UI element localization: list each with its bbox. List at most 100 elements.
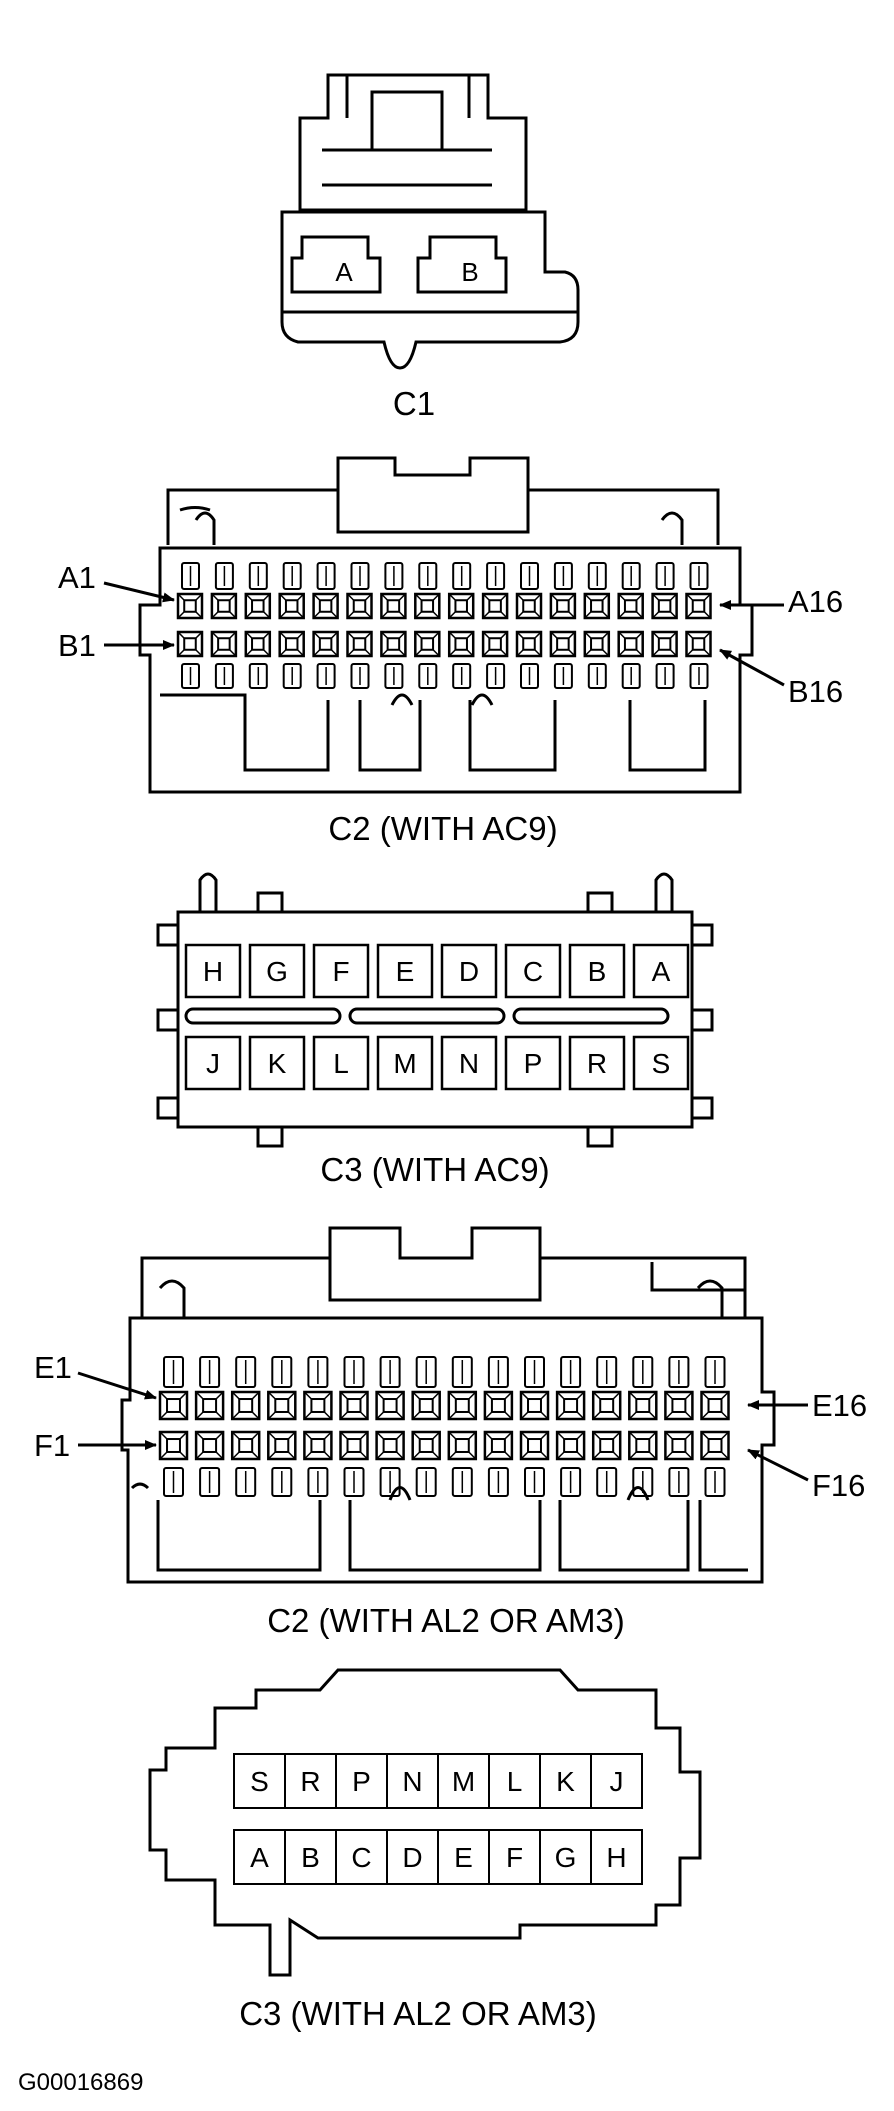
c2-ac9-top-slot-15 xyxy=(655,562,675,590)
c2-al2-am3-top-slot-5 xyxy=(307,1356,329,1388)
c3-al2-am3-cavity-label-g: G xyxy=(555,1842,577,1873)
c3-ac9-cavity-label-r: R xyxy=(587,1048,607,1079)
c3-ac9-cavity-r: R xyxy=(568,1035,626,1091)
c2-al2-am3-bottom-slot-11 xyxy=(524,1467,545,1497)
c2-al2-am3-top-slots xyxy=(163,1356,726,1388)
c2-ac9-top-slot-13 xyxy=(587,562,607,590)
c2-al2-am3-terminal-e11 xyxy=(519,1390,550,1421)
a1-leader xyxy=(103,581,175,603)
c3-ac9-cavity-s: S xyxy=(632,1035,690,1091)
c2-al2-am3-bottom-slots xyxy=(163,1467,726,1497)
c2-ac9-top-slot-6 xyxy=(350,562,370,590)
c3-al2-am3-cavity-label-l: L xyxy=(507,1766,523,1797)
c3-al2-am3-cavity-a: A xyxy=(233,1829,286,1885)
c3-ac9-cavity-label-e: E xyxy=(396,956,415,987)
c2-al2-am3-row-e xyxy=(158,1390,730,1421)
c2-ac9-bottom-slot-6 xyxy=(350,663,370,689)
c2-al2-am3-terminal-f4 xyxy=(267,1430,297,1461)
c3-ac9-cavity-l: L xyxy=(312,1035,370,1091)
c2-ac9-top-slot-7 xyxy=(384,562,404,590)
c3-al2-am3-cavity-r: R xyxy=(284,1753,337,1809)
c2-al2-am3-top-slot-2 xyxy=(199,1356,221,1388)
c3-al2-am3-cavity-f: F xyxy=(488,1829,541,1885)
c2-al2-am3-terminal-e4 xyxy=(267,1390,297,1421)
c2-ac9-terminal-a9 xyxy=(447,592,475,620)
c3-ac9-cavity-label-d: D xyxy=(459,956,479,987)
c3-al2-am3-body xyxy=(148,1668,702,1977)
c2-al2-am3-terminal-e10 xyxy=(483,1390,514,1421)
c2-ac9-top-slot-2 xyxy=(214,562,234,590)
c2-al2-am3-terminal-f15 xyxy=(664,1430,694,1461)
c2-ac9-top-slot-9 xyxy=(452,562,472,590)
c3-ac9-cavity-label-k: K xyxy=(268,1048,287,1079)
c2-ac9-terminal-b8 xyxy=(414,630,441,658)
c2-al2-am3-terminal-f9 xyxy=(447,1430,478,1461)
c2-al2-am3-bottom-slot-2 xyxy=(199,1467,221,1497)
c3-ac9-cavity-label-a: A xyxy=(652,956,671,987)
c2-al2-am3-caption: C2 (WITH AL2 OR AM3) xyxy=(267,1602,625,1639)
c2-al2-am3-terminal-e7 xyxy=(375,1390,405,1421)
c2-al2-am3-bottom-slot-12 xyxy=(560,1467,582,1497)
c2-al2-am3-terminal-f16 xyxy=(700,1430,730,1461)
c2-al2-am3-bottom-slot-13 xyxy=(596,1467,618,1497)
c2-ac9-bottom-slot-14 xyxy=(621,663,641,689)
c2-al2-am3-top-slot-3 xyxy=(235,1356,257,1388)
c2-al2-am3-terminal-f1 xyxy=(158,1430,189,1461)
c2-ac9-terminal-a4 xyxy=(278,592,305,620)
b1-label: B1 xyxy=(58,628,96,663)
c2-al2-am3-top-slot-4 xyxy=(271,1356,293,1388)
c2-al2-am3-top-slot-15 xyxy=(668,1356,690,1388)
c2-ac9-terminal-b2 xyxy=(210,630,238,658)
c2-ac9-terminal-b10 xyxy=(481,630,509,658)
a16-label: A16 xyxy=(788,584,843,619)
c2-al2-am3-terminal-f2 xyxy=(194,1430,225,1461)
c3-al2-am3-cavity-k: K xyxy=(539,1753,592,1809)
c2-ac9-terminal-a10 xyxy=(481,592,509,620)
c2-ac9-caption: C2 (WITH AC9) xyxy=(328,810,557,847)
c3-al2-am3-cavity-p: P xyxy=(335,1753,388,1809)
c2-al2-am3-bottom-slot-14 xyxy=(632,1467,654,1497)
c3-al2-am3-cavity-label-d: D xyxy=(402,1842,422,1873)
c3-ac9-cavity-label-l: L xyxy=(333,1048,349,1079)
c2-ac9-top-slot-5 xyxy=(316,562,336,590)
c3-ac9-cavity-label-f: F xyxy=(332,956,349,987)
c2-ac9-terminal-a11 xyxy=(515,592,543,620)
c2-al2-am3-terminal-f11 xyxy=(519,1430,550,1461)
c2-ac9-terminal-a5 xyxy=(312,592,339,620)
c3-ac9-cavity-label-p: P xyxy=(524,1048,543,1079)
c2-al2-am3-top-slot-9 xyxy=(451,1356,473,1388)
c3-al2-am3-cavity-label-r: R xyxy=(300,1766,320,1797)
c1-cavity-b-label: B xyxy=(461,257,478,287)
c2-al2-am3-terminal-e12 xyxy=(555,1390,586,1421)
c3-al2-am3-cavity-label-f: F xyxy=(506,1842,523,1873)
c2-al2-am3-bottom-slot-5 xyxy=(307,1467,329,1497)
c2-ac9-terminal-b5 xyxy=(312,630,339,658)
c2-ac9-bottom-slot-3 xyxy=(248,663,268,689)
c2-al2-am3-terminal-e1 xyxy=(158,1390,189,1421)
c2-ac9-bottom-slot-15 xyxy=(655,663,675,689)
f1-label: F1 xyxy=(34,1428,70,1463)
c2-ac9-bottom-slot-7 xyxy=(384,663,404,689)
c3-al2-am3-cavity-label-b: B xyxy=(301,1842,320,1873)
a1-label: A1 xyxy=(58,560,96,595)
c2-ac9-bottom-slot-11 xyxy=(520,663,539,689)
c3-al2-am3-cavity-label-c: C xyxy=(351,1842,371,1873)
c3-ac9-cavity-c: C xyxy=(504,943,562,999)
c2-ac9-terminal-b14 xyxy=(617,630,644,658)
c3-ac9-cavity-m: M xyxy=(376,1035,434,1091)
c2-ac9-top-slot-10 xyxy=(486,562,506,590)
c2-al2-am3-terminal-e14 xyxy=(628,1390,658,1421)
c2-ac9-terminal-a15 xyxy=(651,592,678,620)
c2-al2-am3-terminal-f7 xyxy=(375,1430,405,1461)
c2-ac9-terminal-a12 xyxy=(549,592,577,620)
c2-ac9-bottom-slot-4 xyxy=(282,663,302,689)
c2-al2-am3-bottom-slot-3 xyxy=(235,1467,257,1497)
c3-ac9-cavity-k: K xyxy=(248,1035,306,1091)
c2-al2-am3-terminal-e5 xyxy=(303,1390,333,1421)
figure-id: G00016869 xyxy=(18,2069,143,2096)
c2-al2-am3-top-slot-12 xyxy=(560,1356,582,1388)
c2-ac9-top-slots xyxy=(181,562,709,590)
c2-ac9-body xyxy=(138,546,754,794)
c2-al2-am3-terminal-f13 xyxy=(591,1430,622,1461)
